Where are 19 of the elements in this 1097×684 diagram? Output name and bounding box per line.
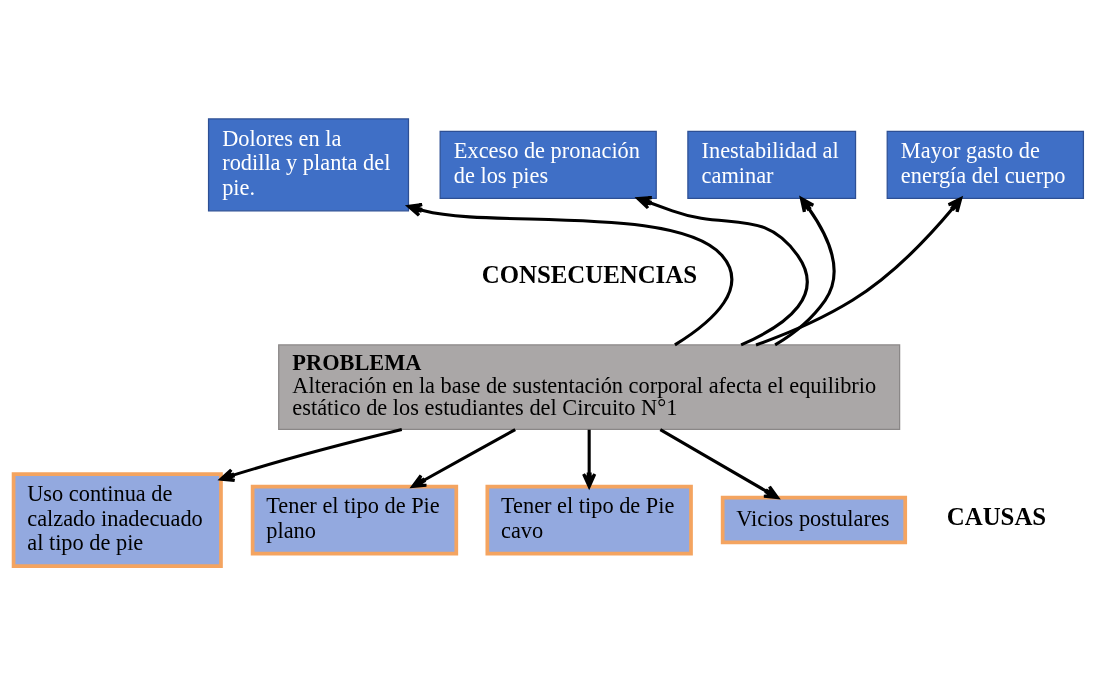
- node-box: Dolores en la rodilla y planta del pie.: [207, 117, 410, 211]
- node-box: Vicios postulares: [720, 495, 908, 544]
- node-box: PROBLEMA Alteración en la base de sustentación corporal afecta el equilibrio estático de los estudiantes del Circuito N°1: [278, 343, 901, 430]
- node-box: Inestabilidad al caminar: [687, 130, 857, 199]
- node-box: Tener el tipo de Pie cavo: [485, 484, 693, 555]
- arrow: [407, 202, 734, 346]
- arrow: [755, 196, 963, 346]
- arrow: [659, 427, 780, 499]
- node-box: Tener el tipo de Pie plano: [250, 484, 459, 555]
- arrow: [219, 427, 403, 482]
- arrow: [636, 195, 809, 346]
- arrow: [774, 196, 836, 346]
- node-box: Mayor gasto de energía del cuerpo: [886, 130, 1085, 199]
- label: CAUSAS: [946, 502, 1047, 530]
- arrow: [411, 427, 516, 488]
- label: CONSECUENCIAS: [481, 260, 697, 288]
- arrow: [582, 429, 597, 488]
- node-box: Uso continua de calzado inadecuado al tipo de pie: [11, 471, 223, 568]
- node-box: Exceso de pronación de los pies: [439, 130, 657, 199]
